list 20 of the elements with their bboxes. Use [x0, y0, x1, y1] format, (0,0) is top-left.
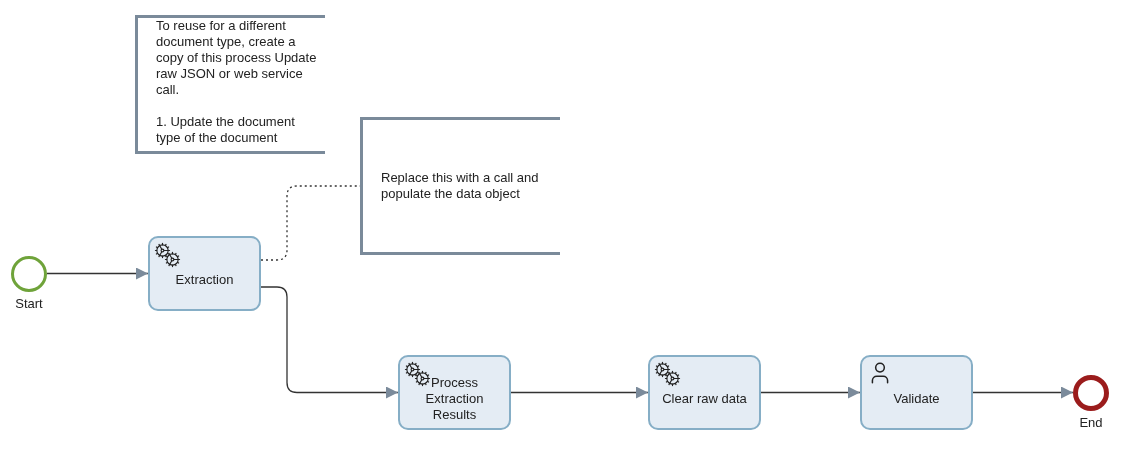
task-label: Process Extraction Results	[424, 374, 485, 423]
service-task-box	[148, 236, 261, 311]
service-task-box	[648, 355, 761, 430]
sequence-flow-arrow	[46, 267, 149, 280]
event-label: End	[1078, 413, 1104, 432]
annotation-text: Replace this with a call and populate the data object	[381, 170, 540, 202]
task-label: Validate	[893, 390, 940, 407]
user-task-box	[860, 355, 973, 430]
event-label: Start	[14, 294, 44, 313]
sequence-flow-arrow	[760, 386, 861, 399]
task-label: Extraction	[175, 271, 234, 288]
sequence-flow-arrow	[260, 286, 399, 399]
annotation-text: To reuse for a different document type, create a copy of this process Update raw JSON or web service call.	[156, 18, 318, 98]
sequence-flow-arrow	[972, 386, 1074, 399]
text-annotation	[135, 15, 325, 154]
text-annotation	[360, 117, 560, 255]
task-label: Clear raw data	[662, 390, 747, 407]
sequence-flow-arrow	[510, 386, 649, 399]
annotation-text: 1. Update the document type of the document	[156, 114, 296, 146]
service-task-box	[398, 355, 511, 430]
